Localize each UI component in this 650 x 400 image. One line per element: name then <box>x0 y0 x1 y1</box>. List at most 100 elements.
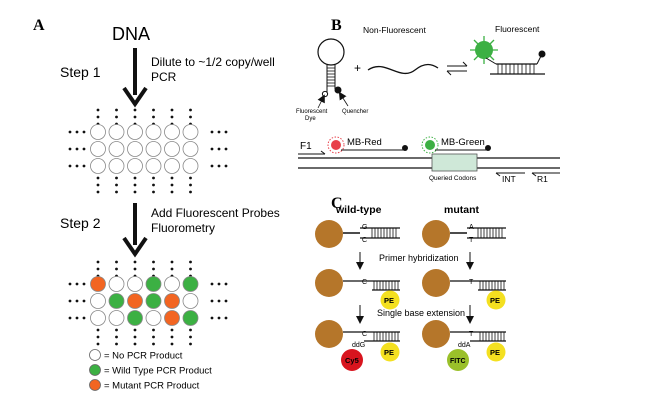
panel-c-letter: C <box>331 195 343 212</box>
wild-type-label: wild-type <box>335 204 382 216</box>
plate-dot <box>75 164 79 168</box>
molecular-beacon-hairpin <box>317 38 349 109</box>
plate-dot <box>152 260 155 264</box>
plate-dot <box>68 130 72 134</box>
plate-well <box>182 276 199 292</box>
plate-dot <box>133 190 137 194</box>
amplicon-map: F1 Queried Codons MB-Red MB-Green INT R1 <box>298 136 560 184</box>
quencher-marker <box>334 86 342 94</box>
fluorescent-dye-marker <box>321 90 329 98</box>
plate-well <box>145 141 162 157</box>
plate-well <box>108 293 125 309</box>
panel-b-letter: B <box>331 17 342 34</box>
plate-dot <box>96 115 100 119</box>
plate-dot <box>115 342 118 346</box>
plate-dot <box>189 115 192 119</box>
single-base-extension-label: Single base extension <box>377 308 465 318</box>
primer-f1-label: F1 <box>300 141 312 152</box>
plate-dot <box>224 299 228 303</box>
mut-dda-label: ddA <box>458 342 471 349</box>
wt-bead-1 <box>315 220 343 248</box>
mut-hybridized-row: T PE <box>422 269 506 310</box>
plate-dot <box>224 282 228 286</box>
legend-swatch-mutant <box>89 379 101 391</box>
wt-pe-badge-2 <box>380 290 400 310</box>
plate-dot <box>170 335 174 339</box>
mut-bead-2 <box>422 269 450 297</box>
plate-dot <box>152 267 155 271</box>
plate-dot <box>170 108 174 112</box>
fluorescent-hybrid <box>470 36 546 75</box>
plate-well <box>108 276 125 292</box>
plate-dot <box>152 328 155 332</box>
plate-dot <box>170 267 174 271</box>
panel-a-letter: A <box>33 17 45 34</box>
mut-extended-row: T ddA FITC PE <box>422 320 506 371</box>
plate-dot <box>75 299 79 303</box>
wt-pe-badge-3 <box>380 342 400 362</box>
plate-dot <box>82 316 86 320</box>
plate-well <box>182 158 199 174</box>
wt-base-bottom: C <box>362 237 367 244</box>
plate-dot <box>152 115 155 119</box>
plus-sign: + <box>354 61 361 75</box>
non-fluorescent-label: Non-Fluorescent <box>363 25 426 35</box>
plate-dot <box>96 108 100 112</box>
plate-dot <box>170 190 174 194</box>
plate-dot <box>152 342 155 346</box>
dna-label: DNA <box>112 24 150 44</box>
plate-well <box>127 158 143 174</box>
panel-c: C wild-type mutant G C A T Primer hybrid… <box>315 195 506 371</box>
plate-dot <box>189 260 192 264</box>
plate-well <box>164 124 180 140</box>
wt-template-row: G C <box>315 220 400 248</box>
plate-dot <box>133 183 137 187</box>
mut-template-row: A T <box>422 220 506 248</box>
wt-base-bottom-3: C <box>362 331 367 338</box>
step1-arrow <box>122 48 148 108</box>
plate-well <box>90 124 106 140</box>
plate-dot <box>189 328 192 332</box>
mut-pe-badge-3 <box>486 342 506 362</box>
plate-dot <box>133 108 137 112</box>
plate-well <box>127 276 143 292</box>
plate-dot <box>189 176 192 180</box>
plate-dot <box>210 147 214 151</box>
plate-dot <box>68 164 72 168</box>
plate-dot <box>75 147 79 151</box>
plate-dot <box>217 299 221 303</box>
plate-dot <box>217 164 221 168</box>
plate-dot <box>210 282 214 286</box>
plate-dot <box>82 130 86 134</box>
plate-dot <box>224 316 228 320</box>
legend-item-wildtype: = Wild Type PCR Product <box>89 364 212 377</box>
plate-well <box>90 293 106 309</box>
plate-well <box>164 141 180 157</box>
plate-dot <box>96 260 100 264</box>
plate-dot <box>68 282 72 286</box>
plate-dot <box>96 342 100 346</box>
plate-dot <box>189 267 192 271</box>
plate-dot <box>217 147 221 151</box>
plate-well <box>127 141 143 157</box>
plate-well <box>108 124 125 140</box>
mutant-label: mutant <box>444 204 480 216</box>
fluorescent-label: Fluorescent <box>495 24 540 34</box>
target-strand <box>367 63 439 75</box>
legend-item-mutant: = Mutant PCR Product <box>89 379 200 392</box>
wt-base-bottom-2: C <box>362 279 367 286</box>
plate-dot <box>133 176 137 180</box>
step1-line2: PCR <box>151 70 177 84</box>
plate-dot <box>133 328 137 332</box>
plate-step1 <box>68 108 228 194</box>
plate-step2 <box>68 260 228 346</box>
plate-well <box>108 141 125 157</box>
plate-well <box>164 310 180 326</box>
plate-dot <box>152 190 155 194</box>
plate-dot <box>133 267 137 271</box>
plate-well <box>182 141 199 157</box>
plate-dot <box>115 115 118 119</box>
legend-label-mutant: = Mutant PCR Product <box>104 381 200 392</box>
plate-dot <box>152 108 155 112</box>
